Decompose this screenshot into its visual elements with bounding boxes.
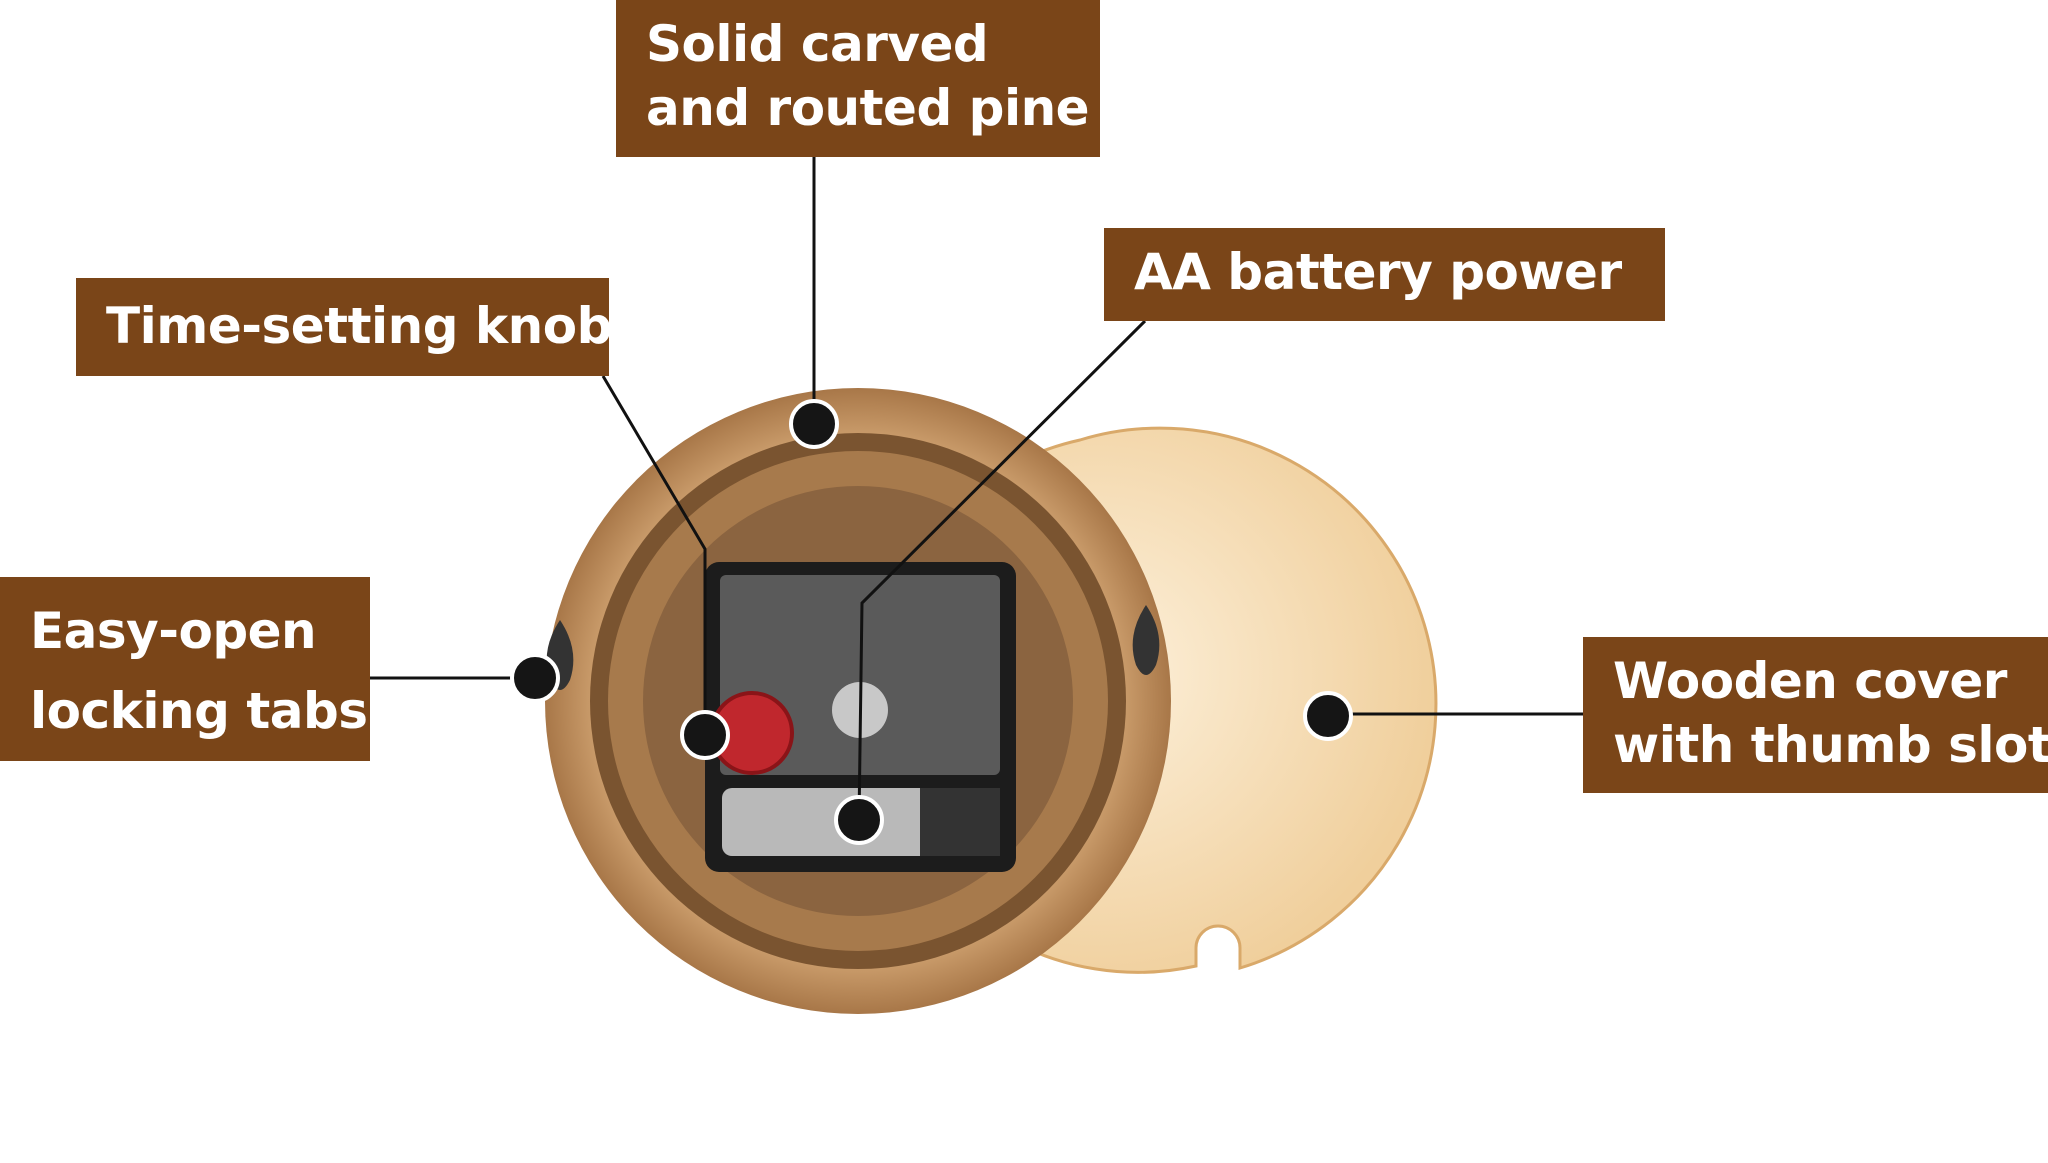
callout-line: AA battery power — [1134, 243, 1622, 301]
callout-cover: Wooden cover with thumb slot — [1583, 637, 2048, 793]
callout-battery: AA battery power — [1104, 228, 1665, 321]
callout-line: Easy-open — [30, 602, 317, 660]
callout-line: Wooden cover — [1613, 652, 2007, 710]
battery-dot — [834, 795, 884, 845]
callout-line: Time-setting knob — [106, 297, 612, 355]
knob-dot — [680, 710, 730, 760]
callout-line: and routed pine — [646, 79, 1090, 137]
locking-tab-right — [1132, 605, 1160, 675]
cover-dot — [1303, 691, 1353, 741]
callout-dots — [510, 399, 1353, 845]
tabs-dot — [510, 653, 560, 703]
pine-dot — [789, 399, 839, 449]
leader-lines — [370, 157, 1583, 821]
callout-tabs: Easy-open locking tabs — [0, 577, 370, 761]
callout-knob: Time-setting knob — [76, 278, 612, 376]
callout-line: Solid carved — [646, 15, 989, 73]
callout-line: with thumb slot — [1613, 716, 2048, 774]
callout-pine: Solid carved and routed pine — [616, 0, 1100, 157]
callout-line: locking tabs — [30, 682, 368, 740]
